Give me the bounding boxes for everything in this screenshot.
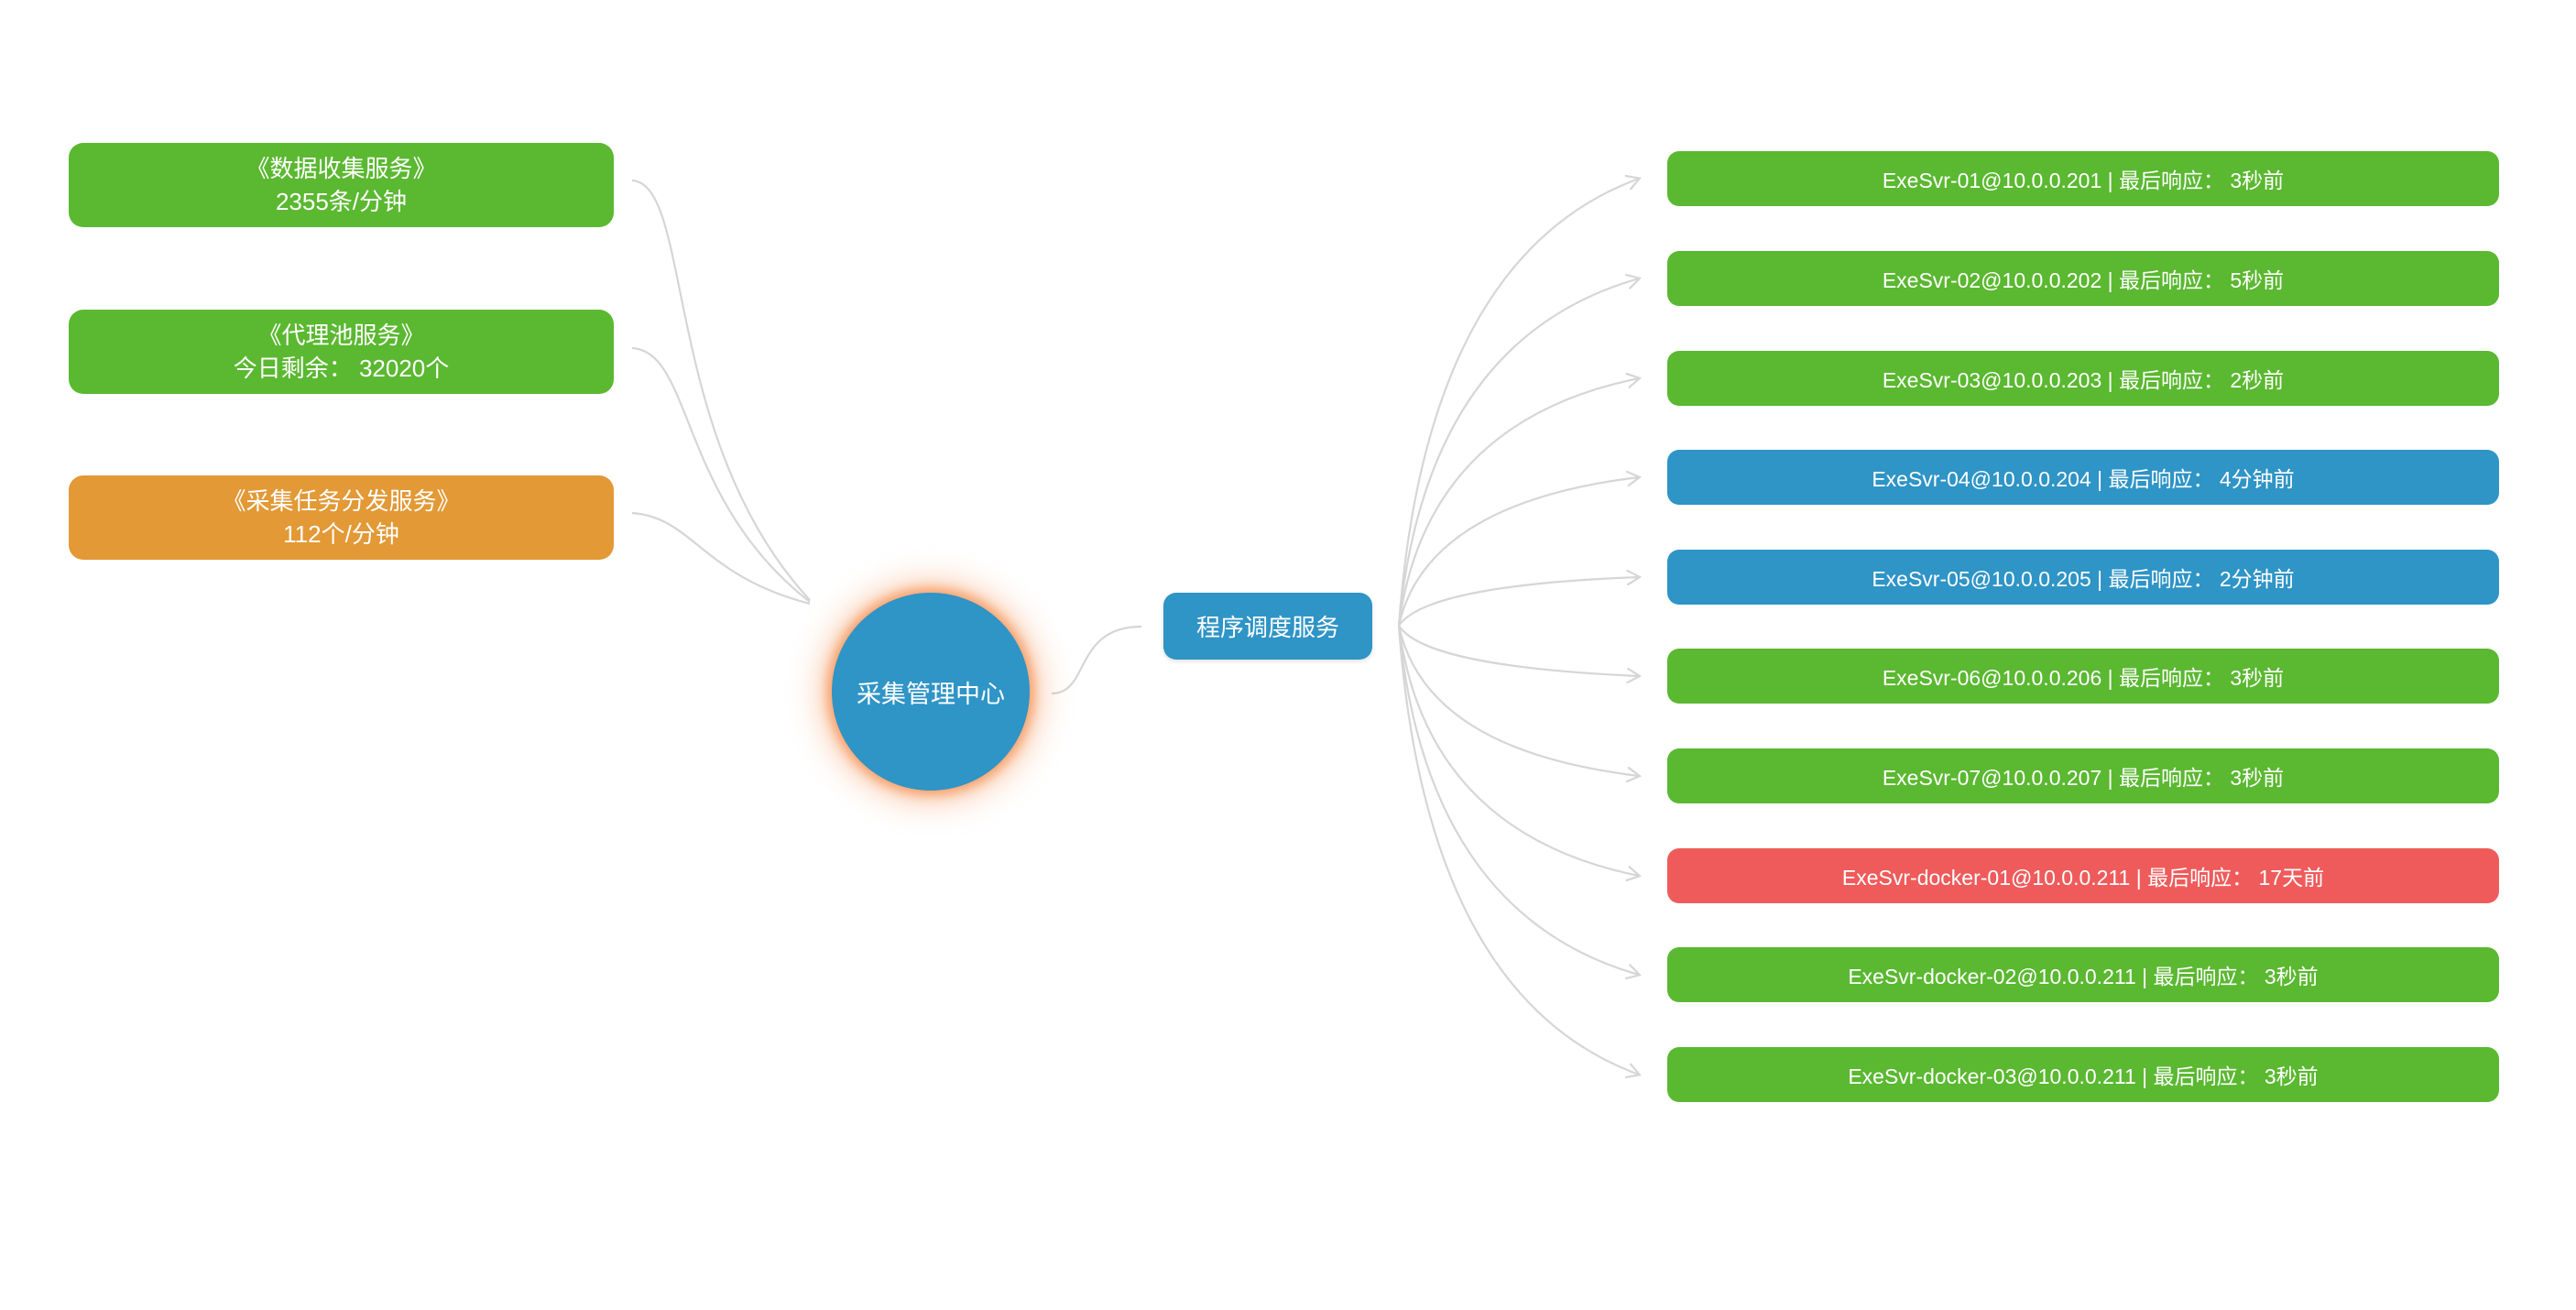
exec-server-label: ExeSvr-05@10.0.0.205 | 最后响应： 2分钟前 [1872, 567, 2295, 591]
exec-server-node[interactable]: ExeSvr-docker-02@10.0.0.211 | 最后响应： 3秒前 [1667, 947, 2499, 1002]
exec-server-label: ExeSvr-docker-03@10.0.0.211 | 最后响应： 3秒前 [1848, 1064, 2319, 1088]
connector-exec-1 [1397, 174, 1643, 627]
connector-center-scheduler [1051, 625, 1142, 695]
exec-server-node[interactable]: ExeSvr-01@10.0.0.201 | 最后响应： 3秒前 [1667, 151, 2499, 206]
service-stat: 2355条/分钟 [275, 188, 408, 215]
connector-exec-7 [1397, 625, 1643, 783]
exec-server-label: ExeSvr-01@10.0.0.201 | 最后响应： 3秒前 [1882, 169, 2285, 192]
scheduler-node-label: 程序调度服务 [1195, 614, 1339, 641]
exec-server-label: ExeSvr-03@10.0.0.203 | 最后响应： 2秒前 [1882, 368, 2285, 392]
exec-server-node[interactable]: ExeSvr-07@10.0.0.207 | 最后响应： 3秒前 [1667, 748, 2499, 803]
exec-server-label: ExeSvr-02@10.0.0.202 | 最后响应： 5秒前 [1882, 268, 2285, 292]
exec-server-node[interactable]: ExeSvr-04@10.0.0.204 | 最后响应： 4分钟前 [1667, 450, 2499, 505]
service-title: 《数据收集服务》 [246, 155, 437, 182]
connector-exec-5 [1398, 569, 1643, 627]
connector-exec-8 [1397, 625, 1643, 882]
exec-server-node[interactable]: ExeSvr-03@10.0.0.203 | 最后响应： 2秒前 [1667, 351, 2499, 406]
scheduler-node[interactable]: 程序调度服务 [1163, 593, 1372, 660]
left-service-node-data-collect[interactable]: 《数据收集服务》 2355条/分钟 [69, 143, 614, 227]
service-stat: 今日剩余： 32020个 [233, 355, 450, 382]
service-title: 《代理池服务》 [257, 322, 425, 349]
service-stat: 112个/分钟 [283, 520, 399, 548]
center-node[interactable]: 采集管理中心 [832, 593, 1030, 791]
exec-server-label: ExeSvr-docker-01@10.0.0.211 | 最后响应： 17天前 [1841, 866, 2325, 890]
connector-exec-9 [1397, 625, 1643, 980]
connector-exec-10 [1397, 625, 1643, 1079]
exec-server-node[interactable]: ExeSvr-02@10.0.0.202 | 最后响应： 5秒前 [1667, 251, 2499, 306]
connector-exec-6 [1398, 625, 1643, 684]
connector-exec-2 [1397, 273, 1643, 627]
exec-server-node[interactable]: ExeSvr-docker-03@10.0.0.211 | 最后响应： 3秒前 [1667, 1047, 2499, 1102]
exec-server-node[interactable]: ExeSvr-06@10.0.0.206 | 最后响应： 3秒前 [1667, 649, 2499, 704]
connector-left-service-3 [631, 511, 811, 606]
exec-server-label: ExeSvr-07@10.0.0.207 | 最后响应： 3秒前 [1882, 766, 2285, 790]
left-service-node-task-dispatch[interactable]: 《采集任务分发服务》 112个/分钟 [69, 475, 614, 560]
connector-exec-4 [1397, 470, 1643, 627]
connector-exec-3 [1397, 372, 1643, 627]
exec-server-node[interactable]: ExeSvr-05@10.0.0.205 | 最后响应： 2分钟前 [1667, 550, 2499, 605]
left-service-node-proxy-pool[interactable]: 《代理池服务》 今日剩余： 32020个 [69, 310, 614, 394]
connector-left-service-1 [631, 179, 811, 601]
exec-server-label: ExeSvr-06@10.0.0.206 | 最后响应： 3秒前 [1882, 666, 2285, 690]
exec-server-label: ExeSvr-docker-02@10.0.0.211 | 最后响应： 3秒前 [1848, 965, 2319, 988]
connector-left-service-2 [631, 346, 811, 603]
exec-server-label: ExeSvr-04@10.0.0.204 | 最后响应： 4分钟前 [1872, 467, 2295, 491]
center-node-label: 采集管理中心 [857, 680, 1005, 708]
exec-server-node[interactable]: ExeSvr-docker-01@10.0.0.211 | 最后响应： 17天前 [1667, 848, 2499, 903]
service-title: 《采集任务分发服务》 [222, 487, 461, 515]
